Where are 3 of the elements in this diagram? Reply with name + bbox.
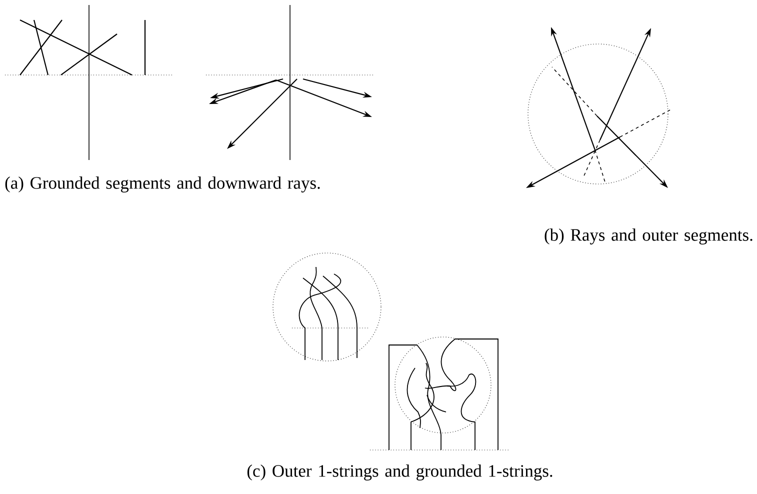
caption: (c) Outer 1-strings and grounded 1-strings. — [247, 464, 552, 480]
caption: (a) Grounded segments and downward rays. — [5, 176, 320, 192]
caption: (b) Rays and outer segments. — [544, 228, 752, 244]
